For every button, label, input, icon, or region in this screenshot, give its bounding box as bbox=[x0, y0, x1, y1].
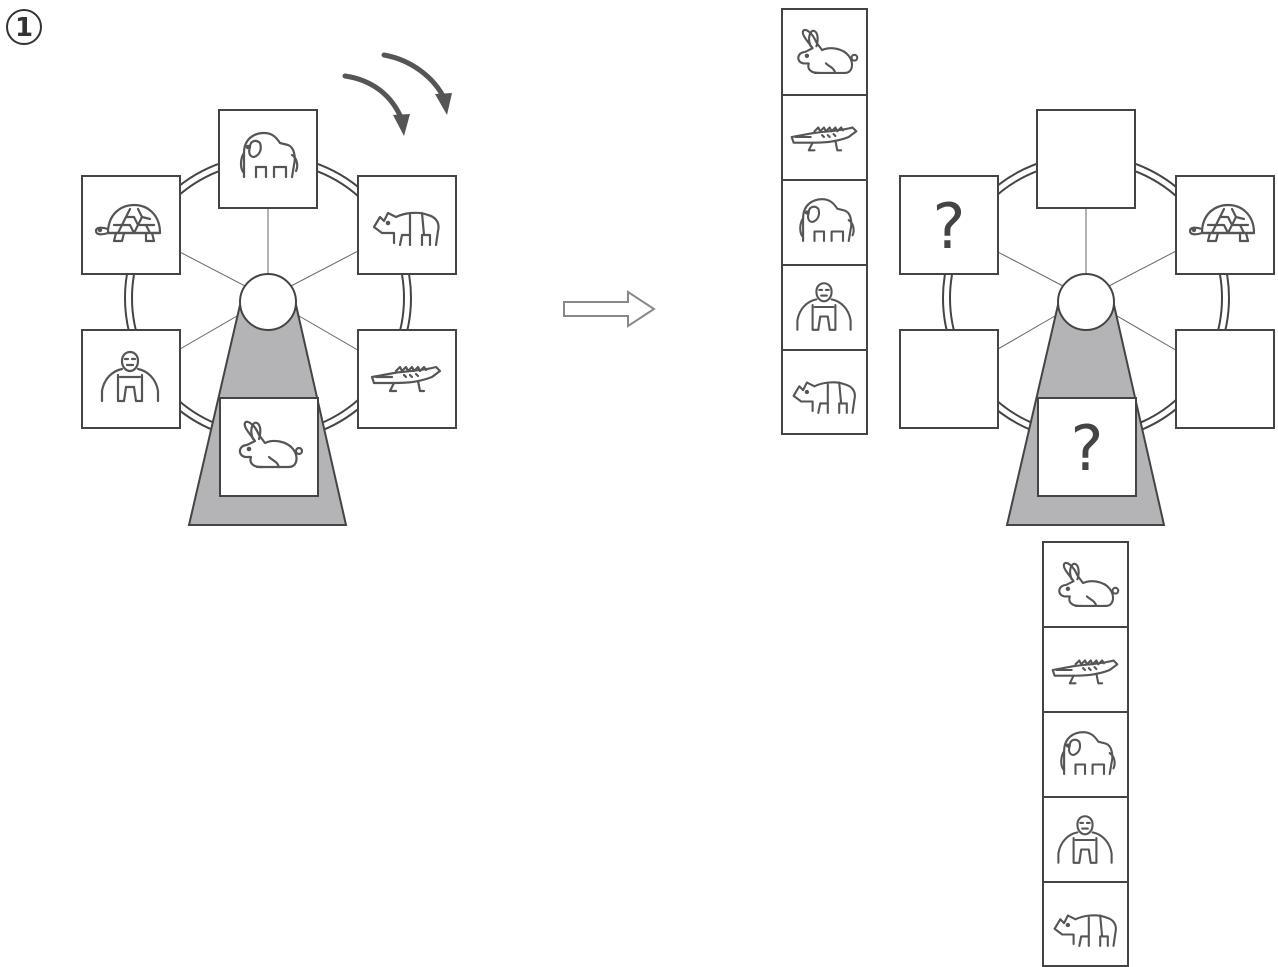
gondola-question-bottom: ? bbox=[1037, 397, 1137, 497]
gondola-question-upper-left: ? bbox=[899, 175, 999, 275]
left-ferris-wheel bbox=[81, 109, 457, 526]
gondola-empty-lower-left bbox=[899, 329, 999, 429]
gondola-turtle bbox=[1175, 175, 1275, 275]
problem-number: 1 bbox=[15, 13, 33, 43]
question-mark: ? bbox=[933, 190, 966, 263]
gondola-rabbit bbox=[219, 397, 319, 497]
gondola-turtle bbox=[81, 175, 181, 275]
gondola-empty-lower-right bbox=[1175, 329, 1275, 429]
gondola-elephant bbox=[218, 109, 318, 209]
wheel-hub bbox=[1057, 273, 1115, 331]
gondola-empty-top bbox=[1036, 109, 1136, 209]
choice-column-left bbox=[781, 8, 868, 435]
wheel-hub bbox=[239, 273, 297, 331]
transition-arrow bbox=[563, 290, 656, 328]
gondola-crocodile bbox=[357, 329, 457, 429]
choice-column-bottom bbox=[1042, 541, 1129, 967]
rotation-arrows bbox=[342, 52, 452, 136]
problem-number-badge: 1 bbox=[6, 9, 42, 45]
gondola-rhino bbox=[357, 175, 457, 275]
right-ferris-wheel: ? ? bbox=[899, 109, 1275, 526]
gondola-gorilla bbox=[81, 329, 181, 429]
question-mark: ? bbox=[1071, 412, 1104, 485]
